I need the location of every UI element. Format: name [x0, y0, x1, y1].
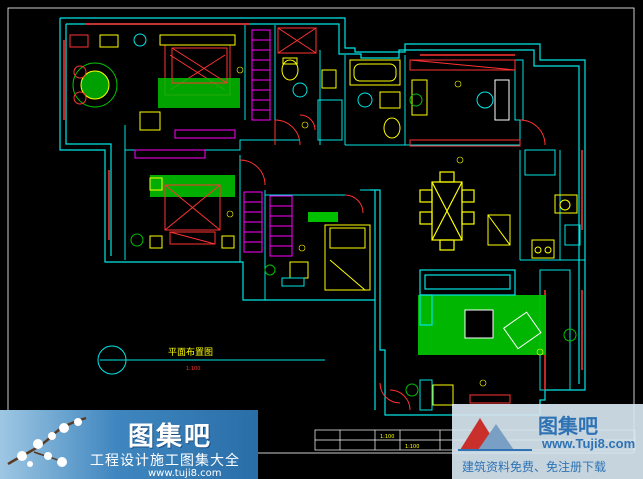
tuji8-logo-icon: [458, 418, 532, 451]
plan-scale: 1:100: [186, 366, 200, 372]
second-bath: [349, 59, 401, 139]
watermark-brand: 图集吧: [538, 414, 598, 438]
plants: [405, 93, 577, 397]
watermark-left: 图集吧 工程设计施工图集大全 www.tuji8.com: [0, 410, 258, 479]
wardrobe-bedroom3: [243, 191, 293, 257]
title-block-cell: 1:100: [380, 434, 394, 440]
bed2: [164, 184, 221, 245]
desk-top: [134, 111, 236, 159]
bedroom3: [264, 224, 371, 291]
sofa: [419, 269, 516, 326]
plan-title: 平面布置图: [168, 346, 213, 358]
bed2-furniture: [130, 177, 235, 249]
dining-cabinet: [487, 214, 511, 246]
watermark-brand: 图集吧: [128, 422, 213, 452]
dining-table: [419, 171, 475, 251]
study-room: [409, 59, 521, 147]
kitchen: [524, 149, 581, 259]
interior-walls: [124, 25, 585, 411]
watermark-tagline: 工程设计施工图集大全: [90, 453, 240, 469]
plum-blossom-icon: [7, 416, 87, 467]
master-bath: [277, 27, 343, 141]
armchair: [502, 311, 542, 350]
tv-cabinet: [432, 384, 511, 406]
title-block-cell: 1:100: [405, 444, 419, 450]
doors: [239, 114, 546, 411]
bed2-headboard: [150, 175, 235, 197]
master-bed-overlay: [171, 47, 228, 84]
sheet-frame: [7, 7, 635, 454]
exterior-walls: [59, 17, 586, 416]
watermark-right: 图集吧 www.Tuji8.com 建筑资料免费、免注册下载: [452, 404, 643, 479]
bedroom3-rug: [308, 212, 338, 222]
windows: [63, 23, 583, 390]
coffee-table: [464, 309, 494, 339]
lounge-chair: [69, 33, 147, 108]
wardrobe-top: [251, 29, 271, 121]
watermark-url: www.Tuji8.com: [542, 436, 636, 451]
watermark-url: www.tuji8.com: [148, 468, 222, 479]
room-tags: [226, 66, 544, 387]
watermark-slogan: 建筑资料免费、免注册下载: [462, 460, 607, 474]
